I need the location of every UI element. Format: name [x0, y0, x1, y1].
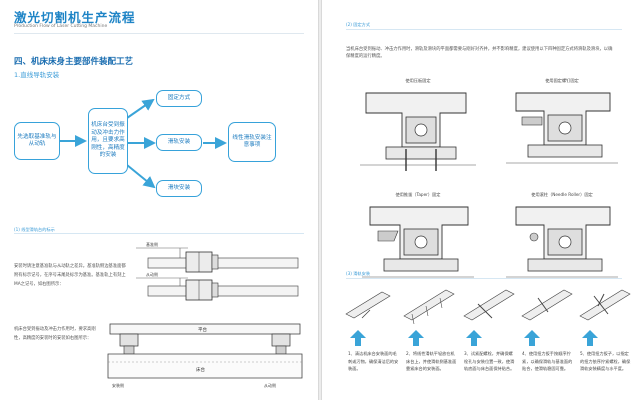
- flow-box-slider: 滑块安装: [156, 180, 202, 197]
- rail-b-label: 从动侧: [146, 271, 158, 277]
- page-title: 激光切割机生产流程: [14, 10, 136, 25]
- table-label: 平台: [198, 326, 207, 333]
- note-rail-marking: (1) 线型滑轨台的标示: [14, 227, 55, 232]
- paragraph-mounting: 机床台受到振动及冲击力作用时，要求高刚性，高精度的安装时的安装如右图所示：: [14, 327, 96, 341]
- flow-box-end: 线性滑轨安装注意事项: [228, 122, 276, 162]
- flow-connectors: [60, 98, 227, 189]
- step-1-text: 1、清洁机床台安装面的毛刺或污物，确保清洁后的安装面。: [348, 351, 399, 371]
- fig-label: 使用压板固定: [405, 78, 431, 83]
- fig-clamp-plate: 使用压板固定: [356, 78, 480, 178]
- fig-taper: 使用推拔（Taper）固定: [356, 192, 480, 288]
- step-4-drawing: [521, 289, 573, 321]
- step-1-drawing: [345, 291, 391, 319]
- section-heading: 四、机床床身主要部件装配工艺: [14, 57, 134, 67]
- flow-box-rail: 滑轨安装: [156, 134, 202, 151]
- page-gutter: [318, 0, 322, 400]
- flow-box-fixing: 固定方式: [156, 90, 202, 107]
- step-5-drawing: [579, 289, 631, 321]
- rail-marking-diagram: 基准侧 从动侧: [136, 241, 299, 301]
- right-slide-label: 从动侧: [264, 382, 276, 388]
- title-divider: [14, 33, 304, 34]
- arrow-to-bottom: [126, 164, 156, 189]
- paragraph-fixing: 当机床台受到振动、冲击力作用时，滑轨及滑块的平面都需要与刚好对齐并，并不影响精度…: [346, 47, 613, 59]
- needle-roller-drawing: [506, 206, 618, 278]
- fig-label: 使用固定螺钉固定: [545, 78, 579, 83]
- note-fixing-method: (2) 固定方式: [346, 22, 371, 27]
- fig-set-screw: 使用固定螺钉固定: [500, 78, 624, 178]
- step-2-text: 2、将线性滑轨平轻放在机床台上，并使滑轨侧基准面靠紧床台的安装面。: [406, 351, 457, 371]
- flow-box-start: 先选取基准轨与从动轨: [14, 122, 60, 160]
- arrow-to-top: [126, 98, 155, 119]
- machine-bed-diagram: 平台 床台 安装侧 从动侧: [107, 323, 303, 388]
- step-3-text: 3、试紧配螺栓，并确保螺栓孔与安装位置一致，使滑轨底面与床台面保持贴合。: [464, 351, 515, 371]
- note-rail-install: (3) 滑轨安装: [346, 271, 371, 276]
- step-3-drawing: [463, 289, 515, 321]
- paragraph-rail-marking: 安装时请注意基准轨与从动轨之差异。基准轨侧边基准面都附有标示记号，在序号末尾处标…: [14, 264, 126, 287]
- fig-needle-roller: 使用滚柱（Needle Roller）固定: [500, 192, 624, 288]
- clamp-plate-drawing: [360, 92, 476, 171]
- install-steps-illustrations: [345, 289, 631, 325]
- set-screw-drawing: [506, 92, 618, 164]
- note-divider-3: [346, 278, 622, 279]
- flow-box-middle: 机床台受到振动及冲击力作用，且要求高刚性，高精度的安装: [88, 108, 128, 174]
- page-subtitle: Production Flow of Laser Cutting Machine: [14, 24, 108, 29]
- step-arrows: [346, 330, 636, 346]
- note-divider-2: [346, 29, 622, 30]
- taper-drawing: [362, 206, 474, 278]
- step-2-drawing: [403, 289, 455, 325]
- left-page: 激光切割机生产流程 Production Flow of Laser Cutti…: [0, 0, 318, 400]
- right-page: (2) 固定方式 当机床台受到振动、冲击力作用时，滑轨及滑块的平面都需要与刚好对…: [322, 0, 640, 400]
- bed-label: 床台: [196, 366, 205, 373]
- subsection-heading: 1.直线导轨安装: [14, 71, 60, 79]
- step-5-text: 5、使用扭力扳子，以指定的扭力依序拧紧螺栓，确保滑轨安装精度与水平度。: [580, 351, 631, 371]
- fig-label: 使用滚柱（Needle Roller）固定: [531, 192, 593, 197]
- rail-a-label: 基准侧: [146, 241, 158, 247]
- note-divider: [14, 233, 304, 234]
- step-4-text: 4、使用扭力扳手按顺序拧紧，以确保滑轨与基准面的贴合，使滑轨稳固可靠。: [522, 351, 573, 371]
- fig-label: 使用推拔（Taper）固定: [395, 192, 441, 197]
- left-slide-label: 安装侧: [112, 382, 124, 388]
